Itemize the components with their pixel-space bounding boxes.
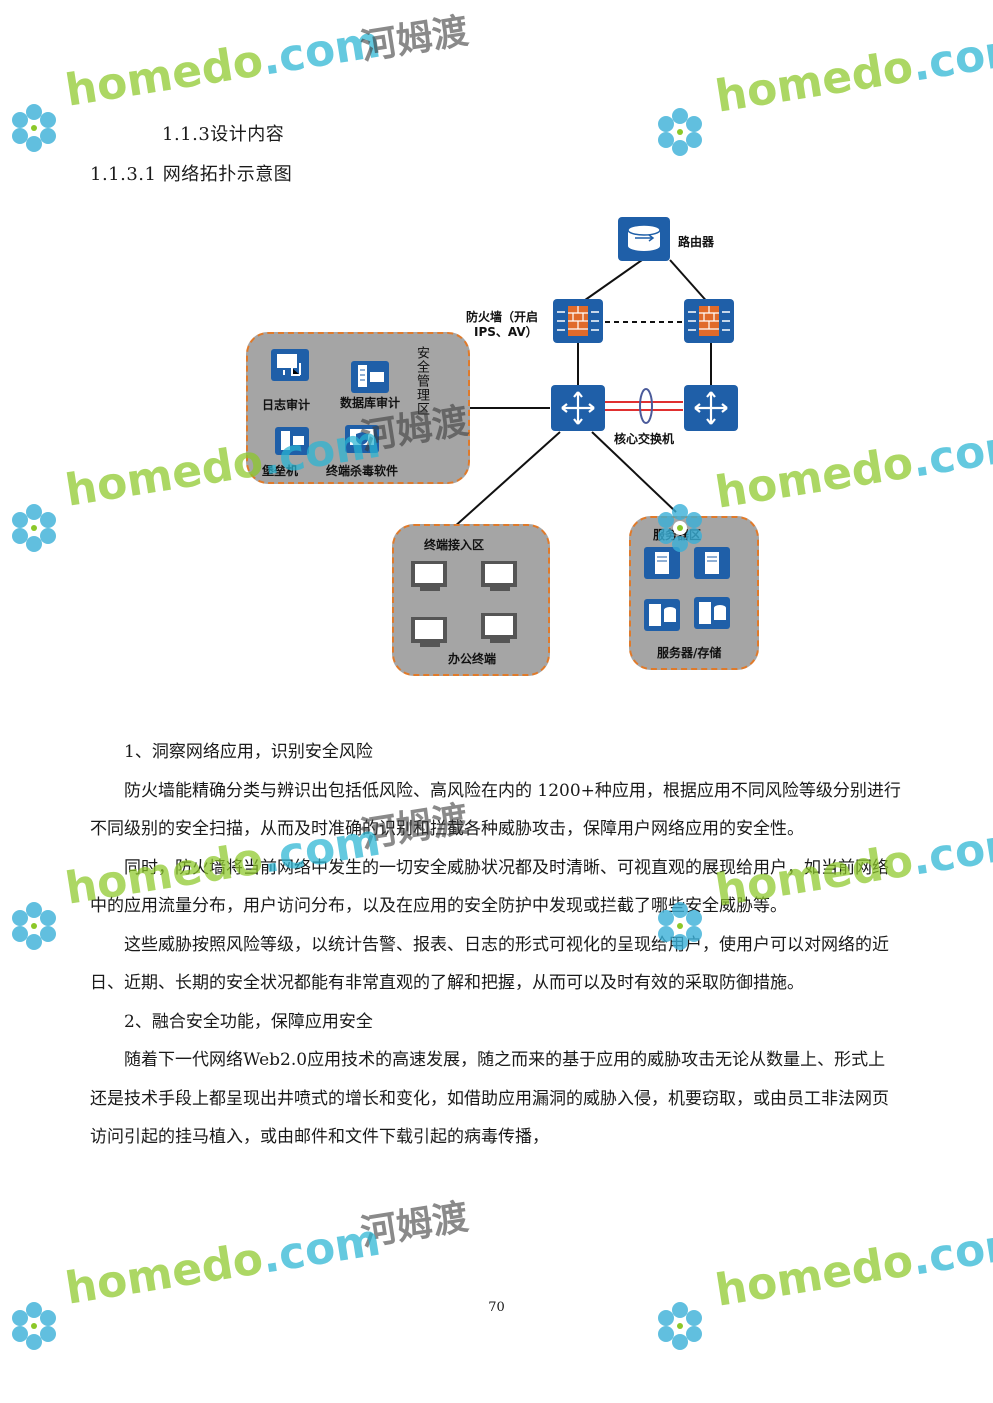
firewall-icon <box>552 298 604 348</box>
zone-item-label: 终端杀毒软件 <box>326 464 399 478</box>
paragraph: 防火墙能精确分类与辨识出包括低风险、高风险在内的 1200+种应用，根据应用不同… <box>90 780 901 840</box>
zone-item-label: 日志审计 <box>262 398 311 412</box>
core-switch-icon <box>683 384 739 436</box>
zone-item-label: 堡垒机 <box>262 464 299 478</box>
network-topology-diagram: 路由器 防火墙（开启 IPS、AV） <box>240 210 760 680</box>
antivirus-icon <box>344 424 380 458</box>
pc-terminal-icon <box>410 616 450 652</box>
homedo-flower-icon <box>12 104 56 152</box>
database-audit-icon <box>350 360 390 398</box>
watermark-brand: homedo.com <box>712 22 993 123</box>
storage-icon <box>693 596 731 634</box>
server-zone: 服务器区 服务器/存储 <box>629 516 759 670</box>
router-label: 路由器 <box>678 235 715 249</box>
storage-icon <box>643 598 681 636</box>
zone-item-label: 数据库审计 <box>340 396 401 410</box>
security-management-zone: 日志审计 数据库审计 堡垒机 终端杀毒软件 安全管理区 <box>246 332 470 484</box>
page-number: 70 <box>488 1300 505 1315</box>
pc-terminal-icon <box>480 612 520 648</box>
watermark-brand: homedo.com <box>62 16 384 117</box>
paragraph: 随着下一代网络Web2.0应用技术的高速发展，随之而来的基于应用的威胁攻击无论从… <box>90 1050 889 1147</box>
homedo-flower-icon <box>12 902 56 950</box>
paragraph: 这些威胁按照风险等级，以统计告警、报表、日志的形式可视化的呈现给用户，使用户可以… <box>90 934 889 994</box>
list-item-title: 1、洞察网络应用，识别安全风险 <box>124 742 373 762</box>
firewall-label-line2: IPS、AV） <box>474 325 538 339</box>
homedo-flower-icon <box>12 504 56 552</box>
paragraph: 同时，防火墙将当前网络中发生的一切安全威胁状况都及时清晰、可视直观的展现给用户，… <box>90 857 889 917</box>
server-zone-title: 服务器区 <box>653 528 702 542</box>
subsection-heading: 1.1.3.1 网络拓扑示意图 <box>90 164 293 185</box>
server-icon <box>693 546 731 584</box>
terminal-zone-title: 终端接入区 <box>424 538 485 552</box>
section-heading: 1.1.3设计内容 <box>162 124 285 145</box>
core-switch-label: 核心交换机 <box>614 432 675 446</box>
topology-links <box>452 259 712 529</box>
homedo-flower-icon <box>658 108 702 156</box>
terminal-access-zone: 终端接入区 办公终端 <box>392 524 550 676</box>
watermark-cn: 河姆渡 <box>358 10 472 69</box>
watermark-cn: 河姆渡 <box>358 1196 472 1255</box>
pc-terminal-icon <box>480 560 520 596</box>
router-icon <box>617 216 671 266</box>
firewall-icon <box>683 298 735 348</box>
terminal-zone-footer: 办公终端 <box>448 652 497 666</box>
pc-terminal-icon <box>410 560 450 596</box>
server-zone-footer: 服务器/存储 <box>657 646 722 660</box>
server-icon <box>643 546 681 584</box>
log-audit-icon <box>270 348 310 386</box>
list-item-title: 2、融合安全功能，保障应用安全 <box>124 1011 373 1032</box>
bastion-host-icon <box>274 426 310 460</box>
firewall-label-line1: 防火墙（开启 <box>466 310 539 324</box>
body-text: 1、洞察网络应用，识别安全风险 防火墙能精确分类与辨识出包括低风险、高风险在内的… <box>90 733 902 1157</box>
security-zone-title: 安全管理区 <box>414 346 429 416</box>
core-switch-icon <box>550 384 606 436</box>
